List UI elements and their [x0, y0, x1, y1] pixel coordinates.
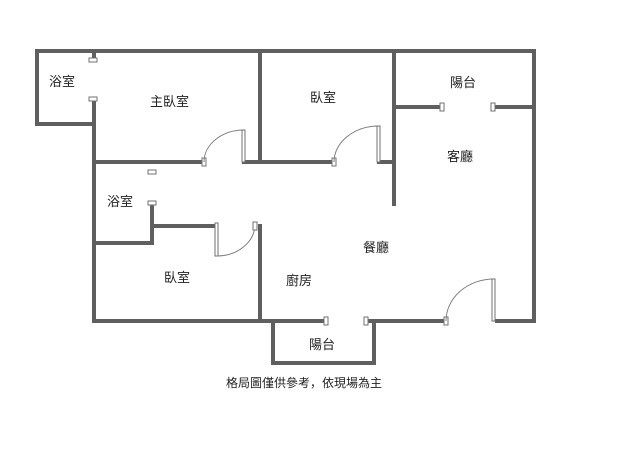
- entrance-door-leaf: [491, 278, 496, 322]
- master-bedroom-door-swing: [203, 129, 245, 163]
- entrance-door-swing: [445, 278, 495, 322]
- balcony2-door-jamb-left: [323, 316, 329, 326]
- doors: [88, 57, 496, 326]
- room-label-balcony-bottom: 陽台: [309, 338, 335, 353]
- master-bath-door-jamb-bottom: [88, 96, 98, 102]
- room-label-master-bedroom: 主臥室: [150, 94, 189, 110]
- master-bedroom-door-leaf: [241, 129, 246, 163]
- room-labels: 浴室 主臥室 臥室 陽台 客廳 浴室 餐廳 臥室 廚房 陽台: [49, 74, 476, 353]
- bedroom3-door-leaf: [214, 222, 219, 257]
- room-label-bath-2: 浴室: [107, 194, 133, 210]
- bedroom2-door-leaf: [376, 125, 381, 163]
- room-label-kitchen: 廚房: [286, 273, 312, 289]
- walls: [35, 49, 536, 365]
- room-label-bedroom-3: 臥室: [164, 270, 190, 286]
- balcony2-door-jamb-right: [363, 316, 369, 326]
- room-label-dining-room: 餐廳: [363, 240, 389, 256]
- bedroom2-door-swing: [333, 125, 380, 163]
- disclaimer-caption: 格局圖僅供參考，依現場為主: [226, 375, 382, 390]
- bath2-door-jamb-bottom: [147, 200, 157, 206]
- room-label-living-room: 客廳: [447, 149, 473, 165]
- balcony-door-jamb-left: [439, 102, 445, 112]
- bedroom3-door-jamb: [252, 221, 258, 231]
- master-bath-door-jamb-top: [88, 57, 98, 63]
- bedroom3-door-swing: [216, 223, 256, 257]
- balcony-door-jamb-right: [490, 102, 496, 112]
- room-label-bedroom-2: 臥室: [310, 90, 336, 106]
- room-label-balcony-top: 陽台: [450, 76, 476, 91]
- room-label-master-bath: 浴室: [49, 74, 75, 90]
- bath2-door-jamb-top: [147, 169, 157, 175]
